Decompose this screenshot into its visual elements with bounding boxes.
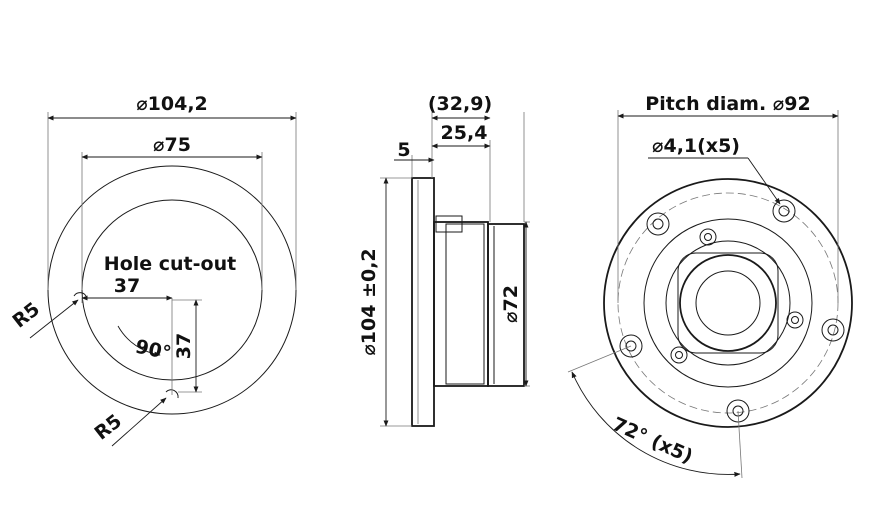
body-ring [445, 223, 485, 385]
label-angle-90: 90° [133, 336, 173, 365]
leader-hole-arrow [747, 157, 781, 205]
label-hole: ⌀4,1(x5) [652, 135, 740, 157]
screw [699, 228, 717, 246]
label-r5-bottom: R5 [91, 410, 126, 444]
throat-square [677, 252, 779, 354]
cutout-view: ⌀104,2 ⌀75 Hole cut-out 37 37 90° R5 R5 [9, 93, 297, 447]
throat-outer [679, 254, 777, 352]
mounting-hole [619, 334, 643, 358]
leader-r5-top [29, 299, 79, 339]
label-body-depth: 25,4 [441, 122, 488, 144]
label-outer-diameter: ⌀104,2 [136, 93, 208, 115]
label-overall-depth: (32,9) [428, 93, 492, 115]
mounting-hole [646, 212, 670, 236]
flange-outline [603, 178, 853, 428]
leader-r5-bottom [111, 397, 167, 447]
terminal [435, 215, 463, 233]
label-vertical-37: 37 [173, 333, 195, 359]
label-body-diameter: ⌀72 [500, 285, 522, 323]
flange [411, 177, 435, 427]
label-pitch: Pitch diam. ⌀92 [645, 93, 810, 115]
notch-bottom [165, 389, 179, 399]
mounting-hole [772, 199, 796, 223]
screw [670, 346, 688, 364]
mounting-hole [821, 318, 845, 342]
label-hole-cutout: Hole cut-out [104, 253, 236, 275]
pitch-circle [617, 192, 839, 414]
angle-arc-72 [571, 371, 741, 477]
body-outline [643, 218, 813, 388]
notch-left [73, 292, 87, 297]
front-view: Pitch diam. ⌀92 ⌀4,1(x5) 72° (x5) [567, 93, 853, 479]
label-angle-72: 72° (x5) [609, 413, 696, 468]
screw [786, 311, 804, 329]
label-inner-diameter: ⌀75 [153, 134, 191, 156]
side-view: (32,9) 25,4 5 ⌀104 ±0,2 ⌀72 [358, 93, 530, 427]
angle-arc-90 [117, 325, 161, 357]
inner-ring [665, 240, 791, 366]
label-horizontal-37: 37 [114, 275, 140, 297]
body [433, 221, 489, 387]
label-flange-thickness: 5 [397, 139, 410, 161]
throat-inner [695, 270, 761, 336]
label-flange-diameter: ⌀104 ±0,2 [358, 248, 380, 355]
ext-line [567, 345, 632, 373]
label-r5-top: R5 [9, 298, 44, 332]
